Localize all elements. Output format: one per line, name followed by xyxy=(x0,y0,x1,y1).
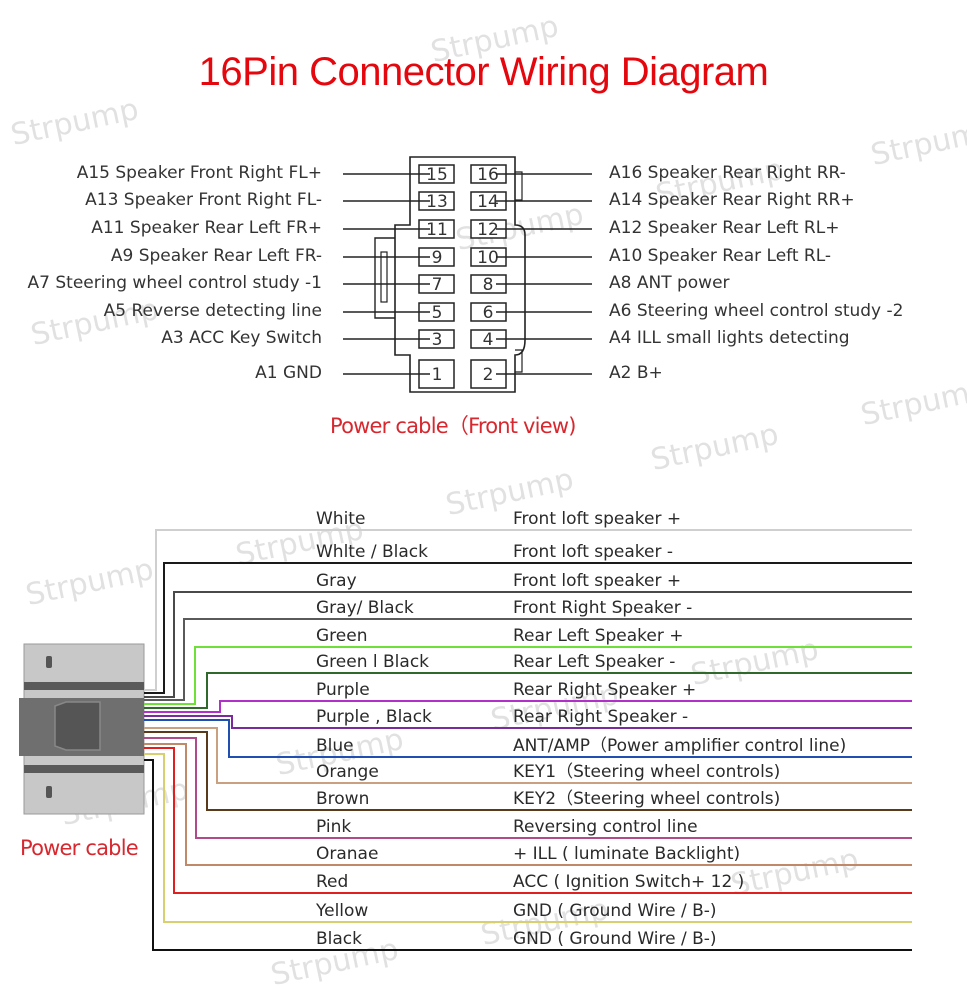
pin-label-a4: A4 ILL small lights detecting xyxy=(609,328,850,348)
wire-color-label: Orange xyxy=(316,762,379,782)
pin-number-12: 12 xyxy=(477,220,499,240)
pin-label-a10: A10 Speaker Rear Left RL- xyxy=(609,246,832,266)
wire-color-label: Oranae xyxy=(316,844,379,864)
pin-label-a5: A5 Reverse detecting line xyxy=(103,301,322,321)
plug-caption: Power cable xyxy=(20,836,139,860)
pin-label-a11: A11 Speaker Rear Left FR+ xyxy=(91,218,322,238)
wire-brown xyxy=(144,731,912,811)
wire-function-label: + ILL ( luminate Backlight) xyxy=(513,844,741,864)
wire-white xyxy=(144,529,912,691)
pin-label-a2: A2 B+ xyxy=(609,363,663,383)
wire-function-label: Front loft speaker - xyxy=(513,542,674,562)
wire-pink xyxy=(144,737,912,839)
wire-function-label: Front Right Speaker - xyxy=(513,598,693,618)
wire-red xyxy=(144,747,912,894)
wire-color-label: Yellow xyxy=(316,901,369,921)
pin-label-a13: A13 Speaker Front Right FL- xyxy=(85,190,322,210)
wire-function-label: Reversing control line xyxy=(513,817,698,837)
pin-label-a14: A14 Speaker Rear Right RR+ xyxy=(609,190,855,210)
diagram-title: 16Pin Connector Wiring Diagram xyxy=(198,50,769,94)
wire-gray-black xyxy=(144,618,912,701)
pin-label-a16: A16 Speaker Rear Right RR- xyxy=(609,163,846,183)
pin-number-8: 8 xyxy=(483,275,494,295)
plug-rib xyxy=(24,765,144,773)
wire-gray xyxy=(144,591,912,698)
wire-color-label: Whlte / Black xyxy=(316,542,428,562)
pin-number-9: 9 xyxy=(432,248,443,268)
connector-latch-slot xyxy=(380,251,388,303)
wire-function-label: Rear Left Speaker - xyxy=(513,652,676,672)
pin-number-7: 7 xyxy=(432,275,443,295)
wire-green-l-black xyxy=(144,672,912,709)
wire-function-label: Front loft speaker + xyxy=(513,571,682,591)
wire-color-label: Gray xyxy=(316,571,357,591)
wire-function-label: Rear Right Speaker + xyxy=(513,680,697,700)
wire-function-label: Rear Right Speaker - xyxy=(513,707,689,727)
pin-label-a8: A8 ANT power xyxy=(609,273,730,293)
pin-number-4: 4 xyxy=(483,330,494,350)
wire-color-label: Purple , Black xyxy=(316,707,432,727)
wire-function-label: Rear Left Speaker + xyxy=(513,626,684,646)
pin-label-a15: A15 Speaker Front Right FL+ xyxy=(76,163,322,183)
wire-function-label: KEY1（Steering wheel controls) xyxy=(513,762,781,782)
plug-slot xyxy=(46,656,52,668)
pin-label-a1: A1 GND xyxy=(255,363,322,383)
pin-number-13: 13 xyxy=(426,192,448,212)
wire-yellow xyxy=(144,753,912,923)
wire-color-label: Blue xyxy=(316,736,354,756)
plug-rib xyxy=(24,682,144,690)
pin-label-a7: A7 Steering wheel control study -1 xyxy=(27,273,322,293)
wire-color-label: Pink xyxy=(316,817,352,837)
wire-blue xyxy=(144,719,912,758)
pin-number-15: 15 xyxy=(426,165,448,185)
connector-key xyxy=(515,171,523,201)
pin-number-6: 6 xyxy=(483,303,494,323)
pin-number-14: 14 xyxy=(477,192,499,212)
wire-oranae xyxy=(144,743,912,866)
wire-orange xyxy=(144,727,912,784)
wire-function-label: KEY2（Steering wheel controls) xyxy=(513,789,781,809)
connector-latch xyxy=(374,237,395,319)
plug-latch xyxy=(54,701,101,751)
wire-black xyxy=(144,759,912,951)
pin-number-10: 10 xyxy=(477,248,499,268)
wire-color-label: Purple xyxy=(316,680,370,700)
wire-function-label: ACC ( Ignition Switch+ 12 ) xyxy=(513,872,745,892)
wire-purple-black xyxy=(144,715,912,729)
wire-whlte-black xyxy=(144,562,912,694)
wire-function-label: Front loft speaker + xyxy=(513,509,682,529)
wire-green xyxy=(144,646,912,705)
pin-number-3: 3 xyxy=(432,330,443,350)
wire-color-label: Green xyxy=(316,626,368,646)
pin-number-5: 5 xyxy=(432,303,443,323)
pin-number-11: 11 xyxy=(426,220,448,240)
wire-color-label: Green l Black xyxy=(316,652,430,672)
wire-purple xyxy=(144,700,912,713)
wire-function-label: GND ( Ground Wire / B-) xyxy=(513,929,717,949)
pin-label-a6: A6 Steering wheel control study -2 xyxy=(609,301,904,321)
wire-function-label: GND ( Ground Wire / B-) xyxy=(513,901,717,921)
pin-number-1: 1 xyxy=(432,365,443,385)
connector-key xyxy=(515,349,523,373)
pin-number-2: 2 xyxy=(483,365,494,385)
pin-number-16: 16 xyxy=(477,165,499,185)
connector-housing xyxy=(394,156,526,393)
wire-color-label: White xyxy=(316,509,366,529)
wire-color-label: Gray/ Black xyxy=(316,598,414,618)
connector-caption: Power cable（Front view) xyxy=(330,414,576,438)
pin-label-a9: A9 Speaker Rear Left FR- xyxy=(110,246,322,266)
plug-slot xyxy=(46,786,52,798)
wire-color-label: Red xyxy=(316,872,349,892)
wire-function-label: ANT/AMP（Power amplifier control line) xyxy=(513,736,847,756)
wire-color-label: Black xyxy=(316,929,362,949)
pin-label-a12: A12 Speaker Rear Left RL+ xyxy=(609,218,840,238)
wire-color-label: Brown xyxy=(316,789,370,809)
pin-label-a3: A3 ACC Key Switch xyxy=(161,328,322,348)
